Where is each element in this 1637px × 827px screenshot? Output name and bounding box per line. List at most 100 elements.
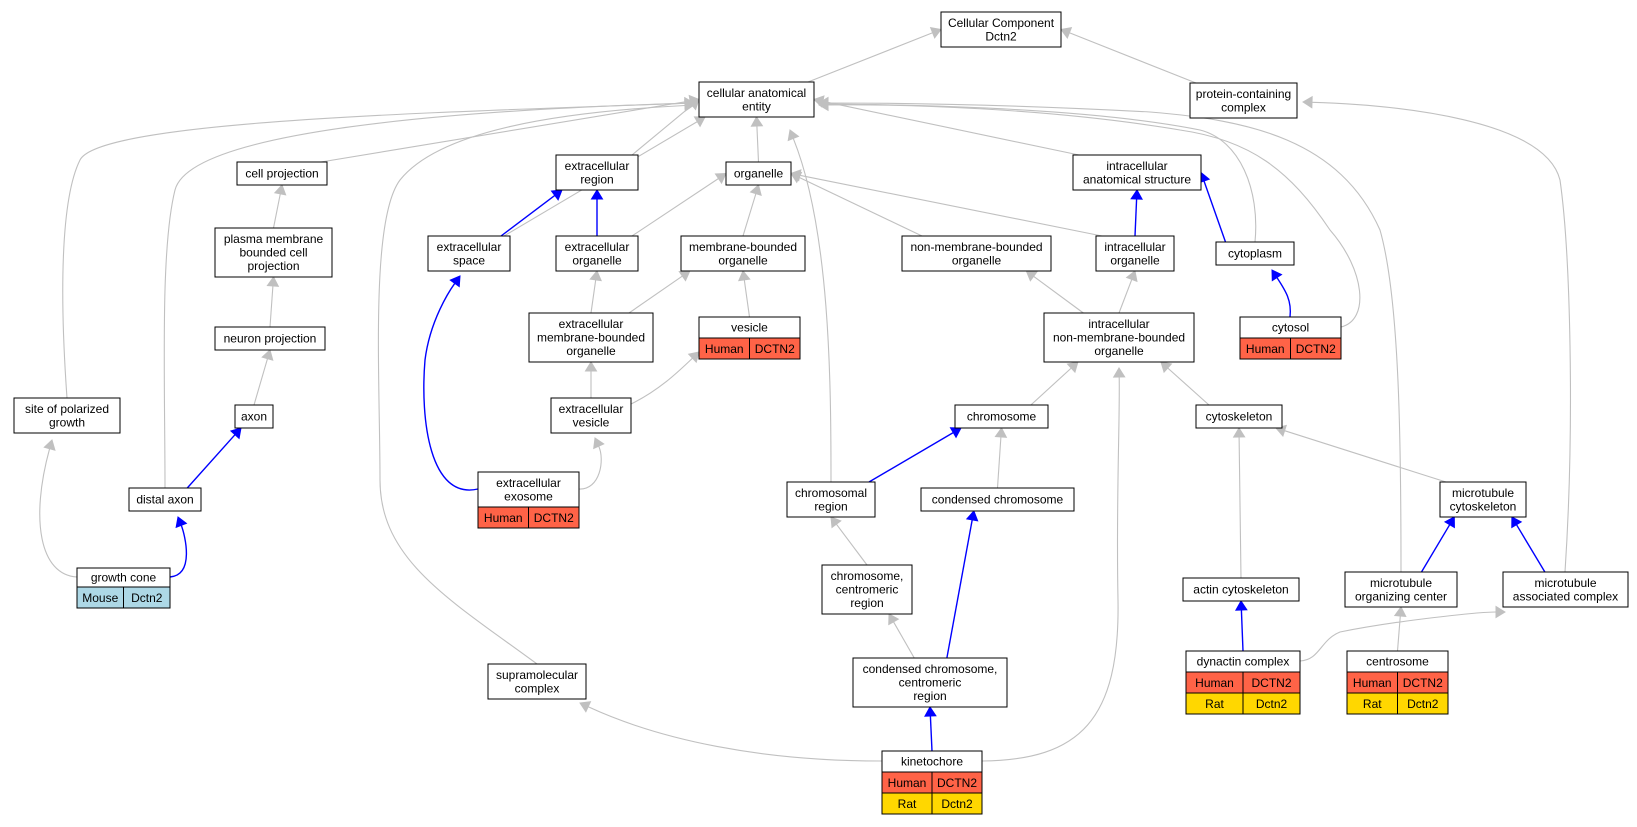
- node-label-line: extracellular: [437, 240, 502, 254]
- species-label: Rat: [898, 797, 917, 811]
- node-label-line: anatomical structure: [1083, 172, 1191, 186]
- species-label: Human: [888, 776, 927, 790]
- gene-label: Dctn2: [131, 591, 163, 605]
- node-label-line: centromeric: [836, 583, 899, 597]
- node-label-line: cytoskeleton: [1450, 499, 1517, 513]
- gene-cell: [749, 337, 801, 360]
- edge-extves-to-vesicle: [630, 357, 693, 405]
- node-label-line: Cellular Component: [948, 16, 1055, 30]
- edge-chromreg-to-cae: [792, 138, 832, 483]
- edge-extspace-to-extreg: [500, 194, 556, 237]
- node-box: [920, 487, 1075, 512]
- species-label: Human: [705, 342, 744, 356]
- node-label-line: distal axon: [136, 493, 193, 507]
- arrowhead-extves-to-vesicle: [687, 351, 700, 364]
- edge-neuronproj-to-pmbcp: [269, 285, 274, 328]
- node-actincyto[interactable]: actin cytoskeleton: [1182, 577, 1300, 602]
- node-label-line: region: [850, 596, 883, 610]
- node-box: [954, 404, 1049, 429]
- arrowhead-inmbo-to-nmbo: [1025, 270, 1038, 282]
- node-box: [852, 657, 1008, 708]
- edge-supramol-to-cae: [377, 104, 686, 665]
- node-box: [528, 312, 654, 363]
- node-cytoskeleton[interactable]: cytoskeleton: [1195, 404, 1283, 429]
- edge-axon-to-neuronproj: [253, 358, 269, 406]
- node-label-line: neuron projection: [224, 332, 317, 346]
- arrowhead-centreg-to-chromreg: [830, 516, 842, 529]
- edge-distalaxon-to-cae: [163, 102, 686, 489]
- edge-cytosol-to-cytoplasm: [1276, 277, 1292, 318]
- node-label-line: growth: [49, 415, 85, 429]
- node-box: [13, 397, 121, 434]
- node-inmbo[interactable]: intracellularnon-membrane-boundedorganel…: [1043, 312, 1195, 363]
- arrowhead-kinetochore-to-supramol: [579, 701, 592, 713]
- edge-condcent-to-condchrom: [946, 519, 973, 659]
- node-label-line: organelle: [1110, 253, 1160, 267]
- gene-label: Dctn2: [1407, 697, 1439, 711]
- edge-cytoplasm-to-ias: [1203, 180, 1227, 243]
- node-box: [940, 11, 1062, 48]
- edge-intorg-to-ias: [1134, 198, 1138, 237]
- node-label-line: associated complex: [1513, 589, 1618, 603]
- edge-embo-to-extorg: [590, 279, 597, 314]
- arrowhead-extves-to-embo: [584, 361, 598, 372]
- gene-label: DCTN2: [1403, 676, 1443, 690]
- node-label-line: kinetochore: [901, 755, 963, 769]
- node-label-line: space: [453, 253, 485, 267]
- arrowhead-growthcone-to-spg: [43, 439, 56, 451]
- node-label-line: chromosomal: [795, 486, 867, 500]
- node-neuronproj[interactable]: neuron projection: [214, 326, 326, 351]
- node-organelle[interactable]: organelle: [725, 161, 792, 186]
- edge-cytoskeleton-to-inmbo: [1167, 367, 1210, 406]
- gene-label: DCTN2: [534, 511, 574, 525]
- node-chromosome[interactable]: chromosome: [954, 404, 1049, 429]
- arrowhead-condcent-to-centreg: [888, 613, 900, 626]
- node-axon[interactable]: axon: [234, 404, 274, 429]
- node-distalaxon[interactable]: distal axon: [128, 487, 202, 512]
- node-label-line: entity: [742, 99, 771, 113]
- arrowhead-vesicle-to-mbo: [738, 270, 751, 282]
- arrowhead-pmbcp-to-cellproj: [273, 184, 287, 196]
- node-box: [1502, 571, 1629, 608]
- node-label-line: chromosome,: [831, 569, 904, 583]
- node-label-line: complex: [1221, 100, 1266, 114]
- edge-dynactin-to-actincyto: [1240, 609, 1244, 652]
- edge-nmbo-to-organelle: [798, 176, 923, 237]
- node-label-line: intracellular: [1106, 159, 1167, 173]
- arrowhead-kinetochore-to-condcent: [924, 706, 937, 717]
- node-cellproj[interactable]: cell projection: [236, 161, 328, 186]
- node-cytoplasm[interactable]: cytoplasm: [1215, 241, 1295, 266]
- arrowhead-kinetochore-to-inmbo: [1112, 367, 1126, 378]
- node-condchrom[interactable]: condensed chromosome: [920, 487, 1075, 512]
- arrowhead-condchrom-to-chromosome: [994, 427, 1008, 438]
